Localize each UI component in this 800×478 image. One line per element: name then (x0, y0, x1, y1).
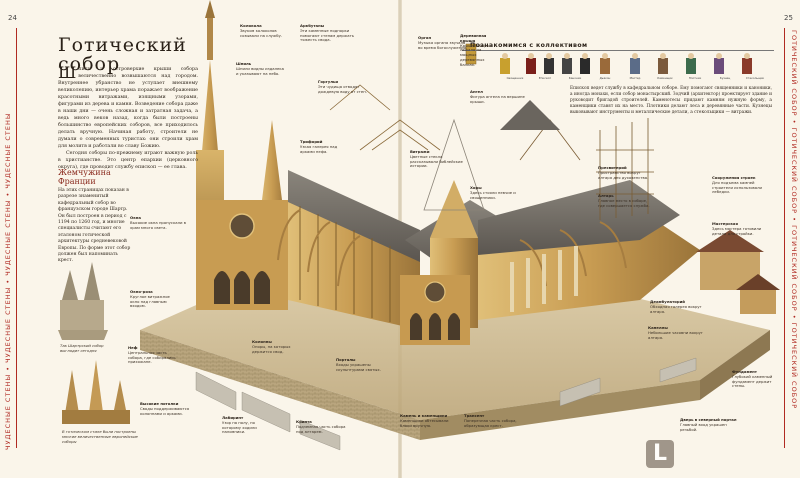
gem-heading-line1: Жемчужина (58, 168, 111, 177)
staff-role-label: Священник (506, 76, 524, 80)
callout-windows: Окна Высокие окна пропускали в храм мног… (130, 215, 186, 230)
intro-paragraph-1: пили и островерхие крыши собора величест… (58, 67, 198, 149)
caption-chartres-today: Так Шартрский собор выглядит сегодня (60, 343, 104, 353)
callout-portals: Порталы Входы украшены скульптурами свят… (336, 357, 381, 372)
gem-heading: Жемчужина Франции (58, 168, 111, 186)
staff-role-label: Епископ (538, 76, 552, 80)
callout-labyrinth: Лабиринт Узор на полу, по которому ходил… (222, 415, 257, 435)
intro-text: Ш пили и островерхие крыши собора величе… (58, 63, 198, 171)
callout-stone-masons: Камень и каменщики Каменщики обтесывали … (400, 413, 449, 428)
callout-crypt: Крипта Подземная часть собора под алтаре… (296, 419, 346, 434)
right-running-header: ГОТИЧЕСКИЙ СОБОР • ГОТИЧЕСКИЙ СОБОР • ГО… (790, 30, 798, 410)
publisher-watermark: L (646, 440, 674, 468)
callout-organ: Орган Музыка органа звучала во время бог… (418, 35, 468, 50)
callout-buttress: Аркбутаны Эти каменные подпорки помогают… (300, 23, 355, 43)
gem-text: На этих страницах показан в разрезе знам… (58, 188, 131, 264)
callout-wooden-roof: Деревянная крыша Крыша собора лежала на … (460, 33, 489, 67)
drop-cap: Ш (58, 63, 77, 82)
callout-presbytery: Пресвитерий Пространство вокруг алтаря д… (598, 165, 649, 180)
callout-altar: Алтарь Главное место в соборе, где совер… (598, 193, 650, 208)
right-margin-rule (784, 28, 785, 448)
callout-construction: Сооружения строек Для подъема камней стр… (712, 175, 762, 195)
staff-role-label: Кузнец (719, 76, 731, 80)
staff-role-label: Стекольщик (745, 76, 765, 80)
callout-high-ceilings: Высокие потолки Своды поддерживаются кол… (140, 401, 190, 416)
staff-role-label: Дьякон (599, 76, 611, 80)
staff-role-label: Мастер (629, 76, 641, 80)
staff-role-label: Плотник (688, 76, 702, 80)
callout-workshop: Мастерская Здесь мастера готовили детали… (712, 221, 762, 236)
callout-chapels: Капеллы Небольшие часовни вокруг алтаря. (648, 325, 703, 340)
staff-text: Епископ ведет службу в кафедральном собо… (570, 86, 772, 115)
callout-bells: Колокола Звуком колоколов созывали на сл… (240, 23, 283, 38)
callout-rose-window: Окно-роза Круглое витражное окно над гла… (130, 289, 170, 309)
callout-vitrage: Витражи Цветные стекла рассказывали библ… (410, 149, 463, 169)
staff-role-label: Каменщик (657, 76, 673, 80)
page-title-line1: Готический (58, 34, 187, 56)
callout-spire: Шпиль Шпили видны издалека и указывают н… (236, 61, 284, 76)
callout-north-door: Дверь в северный портал Главный вход укр… (680, 417, 737, 432)
callout-ambulatory: Деамбулаторий Обходная галерея вокруг ал… (650, 299, 702, 314)
callout-gargoyles: Горгульи Эти чудища отводят дождевую вод… (318, 79, 367, 94)
left-page-number: 24 (8, 14, 17, 22)
right-page-number: 25 (784, 14, 793, 22)
intro-paragraph-2: Сегодня соборы по-прежнему играют важную… (58, 151, 198, 170)
callout-pillars: Колонны Опоры, на которых держится свод. (252, 339, 291, 354)
gem-heading-line2: Франции (58, 177, 96, 186)
staff-heading-rule (462, 50, 774, 51)
left-margin-rule (16, 28, 17, 448)
callout-choir: Хоры Здесь стояли певчие и священники. (470, 185, 516, 200)
staff-heading: Познакомимся с коллективом (470, 42, 588, 49)
callout-foundation: Фундамент Глубокий каменный фундамент де… (732, 369, 773, 389)
staff-role-label: Каноник (568, 76, 582, 80)
callout-transept: Трансепт Поперечная часть собора, образу… (464, 413, 517, 428)
caption-gothic-cathedrals: В готическом стиле были построены многие… (62, 429, 138, 444)
callout-angel: Ангел Фигура ангела на вершине крыши. (470, 89, 525, 104)
callout-triforium: Трифорий Узкая галерея над арками нефа. (300, 139, 338, 154)
callout-nave: Неф Центральная часть собора, где собира… (128, 345, 176, 365)
page-title: Готический собор (58, 36, 187, 74)
page-title-line2: собор (58, 53, 121, 75)
